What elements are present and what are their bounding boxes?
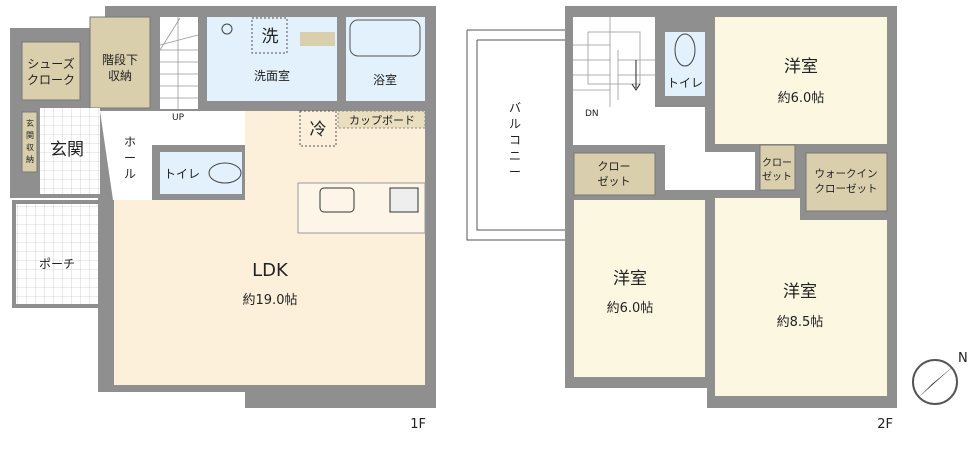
walk-in-closet: ウォークイン クローゼット [805,152,888,212]
floor-label-2f: 2F [877,417,893,432]
balcony-label: コ [509,133,521,147]
toilet-icon [674,33,696,67]
under-stair-storage-label: 階段下 [102,52,138,67]
hall-label: ホ [124,135,136,149]
room-western-2: 洋室 約6.0帖 [574,200,705,377]
ldk-label: LDK [252,260,289,281]
entrance-storage-label: 納 [26,154,34,164]
entrance-storage-label: 収 [26,142,34,152]
fridge-label: 冷 [310,120,327,140]
room-toilet-2f: トイレ [665,32,705,96]
under-stair-storage-label: 収納 [108,69,132,83]
bath-label: 浴室 [373,72,397,87]
stove-icon [389,187,419,213]
closet-left: クロー ゼット [573,152,656,196]
stairs-1f: UP [159,17,199,123]
kitchen-sink-icon [319,187,355,213]
entrance-storage-label: 関 [26,131,34,140]
stairs-2f: DN [573,17,655,119]
room-under-stair-storage: 階段下 収納 [89,16,151,109]
closet-label: ゼット [762,171,792,183]
western-room-size: 約8.5帖 [777,315,824,330]
toilet-label: トイレ [164,167,200,181]
room-washroom: 洗 洗面室 [207,17,337,101]
room-hall: ホ ー ル [100,111,245,200]
room-entrance: 玄関 [40,108,100,194]
sink-icon [221,23,233,35]
room-bath: 浴室 [346,17,425,101]
walk-in-closet-label: ウォークイン [815,168,878,180]
washroom-label: 洗面室 [254,68,290,83]
toilet-label: トイレ [667,76,703,90]
room-western-1: 洋室 約6.0帖 [715,17,887,144]
ldk-size: 約19.0帖 [243,293,298,308]
floor-2f: バ ル コ ニ ー DN トイレ 洋室 [466,6,897,432]
shoe-cloak-label: クローク [27,73,75,87]
room-ldk: カップボード 冷 LDK 約19.0帖 [114,110,426,385]
room-toilet-1f: トイレ [160,152,242,194]
floor-1f: ポーチ シューズ クローク 階段下 収納 洗 洗面室 浴室 カ [10,6,436,432]
hall-label: ー [124,151,136,165]
closet-label: クロー [598,160,631,173]
entrance-storage-label: 玄 [26,118,34,128]
toilet-icon [208,162,242,184]
entrance-label: 玄関 [50,140,84,160]
shoe-cloak-label: シューズ [27,56,74,71]
balcony-label: ニ [509,149,521,163]
closet-label: ゼット [598,175,631,188]
room-entrance-storage: 玄 関 収 納 [21,111,38,173]
western-room-size: 約6.0帖 [607,301,654,316]
compass-north-label: N [958,351,968,366]
room-western-3: 洋室 約8.5帖 [715,198,887,396]
arrow-down-icon [631,60,641,91]
porch-label: ポーチ [39,257,75,271]
balcony-label: バ [509,101,521,115]
cupboard-label: カップボード [349,114,415,127]
western-room-label: 洋室 [613,269,647,289]
compass-icon: N [912,351,968,405]
western-room-label: 洋室 [784,57,818,77]
porch: ポーチ [16,204,98,304]
floor-label-1f: 1F [410,417,426,432]
balcony-label: ー [509,165,521,179]
balcony-label: ル [509,117,521,131]
western-room-size: 約6.0帖 [778,91,825,106]
room-shoe-cloak: シューズ クローク [21,41,81,101]
stairs-up-label: UP [172,113,185,123]
closet-label: クロー [762,157,792,169]
bathtub-icon [349,19,421,57]
stairs-down-label: DN [585,109,599,119]
hall-label: ル [124,167,136,181]
washer-label: 洗 [262,27,279,47]
western-room-label: 洋室 [783,282,817,302]
hall-2f [573,107,755,190]
washer-space [251,17,288,54]
closet-small: クロー ゼット [759,144,796,191]
balcony: バ ル コ ニ ー [466,29,565,241]
walk-in-closet-label: クローゼット [815,183,878,195]
